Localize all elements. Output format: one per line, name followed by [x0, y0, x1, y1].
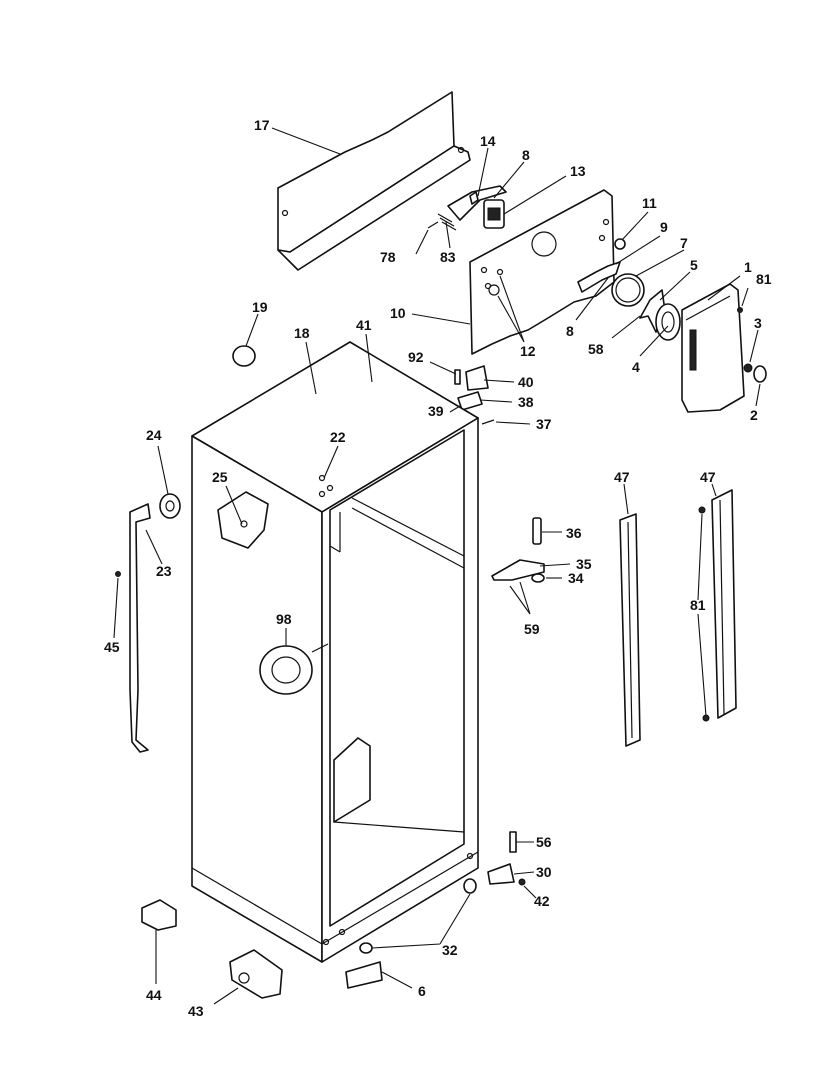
part-7-fan-shroud	[611, 273, 645, 307]
callout-7: 7	[680, 235, 688, 251]
part-37-pin	[481, 419, 495, 425]
callout-83: 83	[440, 249, 456, 265]
part-14-bracket	[447, 185, 507, 221]
part-83-spring	[437, 213, 457, 231]
part-81-screw-top	[698, 506, 706, 514]
part-4-fan-motor	[655, 303, 681, 341]
callout-labels: 1 81 5 7 9 11 3 2 4 58 8 12 10 13 8 14 1…	[104, 117, 772, 1019]
part-43-leveler	[229, 949, 283, 999]
callout-12: 12	[520, 343, 536, 359]
part-42-screw	[518, 878, 526, 886]
part-19-roller	[232, 345, 256, 367]
callout-56: 56	[536, 834, 552, 850]
part-6-kickplate	[345, 961, 383, 989]
part-45-screw	[115, 571, 121, 577]
callout-6: 6	[418, 983, 426, 999]
callout-24: 24	[146, 427, 162, 443]
callout-23: 23	[156, 563, 172, 579]
part-2-knob	[753, 365, 767, 383]
callout-18: 18	[294, 325, 310, 341]
callout-1: 1	[744, 259, 752, 275]
part-47-seal-left	[619, 513, 641, 747]
part-81-screw-motor	[737, 307, 743, 313]
part-56-pin	[509, 831, 517, 853]
part-10-panel	[469, 189, 615, 355]
callout-22: 22	[330, 429, 346, 445]
callout-43: 43	[188, 1003, 204, 1019]
callout-58: 58	[588, 341, 604, 357]
part-1-motor-housing	[681, 283, 745, 413]
callout-19: 19	[252, 299, 268, 315]
part-44-block	[141, 899, 177, 931]
part-3-clip	[743, 363, 753, 373]
part-17-top-trim	[277, 91, 471, 271]
callout-8-lower: 8	[566, 323, 574, 339]
part-78-screw	[427, 221, 439, 229]
part-24-washer	[159, 493, 181, 519]
callout-42: 42	[534, 893, 550, 909]
callout-40: 40	[518, 374, 534, 390]
callout-45: 45	[104, 639, 120, 655]
callout-37: 37	[536, 416, 552, 432]
callout-38: 38	[518, 394, 534, 410]
callout-35: 35	[576, 556, 592, 572]
callout-13: 13	[570, 163, 586, 179]
callout-2: 2	[750, 407, 758, 423]
cabinet	[191, 341, 479, 963]
part-23-hinge-rod	[129, 503, 151, 753]
callout-30: 30	[536, 864, 552, 880]
callout-47-left: 47	[614, 469, 630, 485]
part-9-bracket	[577, 261, 621, 293]
callout-44: 44	[146, 987, 162, 1003]
callout-92: 92	[408, 349, 424, 365]
callout-4: 4	[632, 359, 640, 375]
callout-25: 25	[212, 469, 228, 485]
callout-5: 5	[690, 257, 698, 273]
part-30-hinge-bottom	[487, 863, 515, 885]
callout-47-right: 47	[700, 469, 716, 485]
callout-32: 32	[442, 942, 458, 958]
callout-39: 39	[428, 403, 444, 419]
part-34-washer	[531, 573, 545, 583]
part-38-hinge-base	[457, 391, 483, 411]
callout-41: 41	[356, 317, 372, 333]
callout-9: 9	[660, 219, 668, 235]
callout-98: 98	[276, 611, 292, 627]
part-32-plug	[359, 878, 477, 954]
callout-34: 34	[568, 570, 584, 586]
part-36-pin-mid	[532, 517, 542, 545]
part-40-hinge	[465, 365, 489, 391]
callout-10: 10	[390, 305, 406, 321]
part-11-grommet	[614, 238, 626, 250]
callout-81: 81	[756, 271, 772, 287]
callout-8-upper: 8	[522, 147, 530, 163]
callout-3: 3	[754, 315, 762, 331]
callout-36-mid: 36	[566, 525, 582, 541]
callout-14: 14	[480, 133, 496, 149]
part-13-thermostat	[483, 199, 505, 229]
callout-78: 78	[380, 249, 396, 265]
callout-11: 11	[642, 195, 657, 211]
leader-lines	[113, 127, 761, 1005]
part-47-seal-right	[711, 489, 737, 719]
callout-59: 59	[524, 621, 540, 637]
callout-17: 17	[254, 117, 270, 133]
part-25-side-hinge	[217, 491, 269, 549]
callout-81-side: 81	[690, 597, 706, 613]
part-35-hinge-mid	[491, 559, 545, 581]
part-92-screw	[454, 369, 461, 385]
